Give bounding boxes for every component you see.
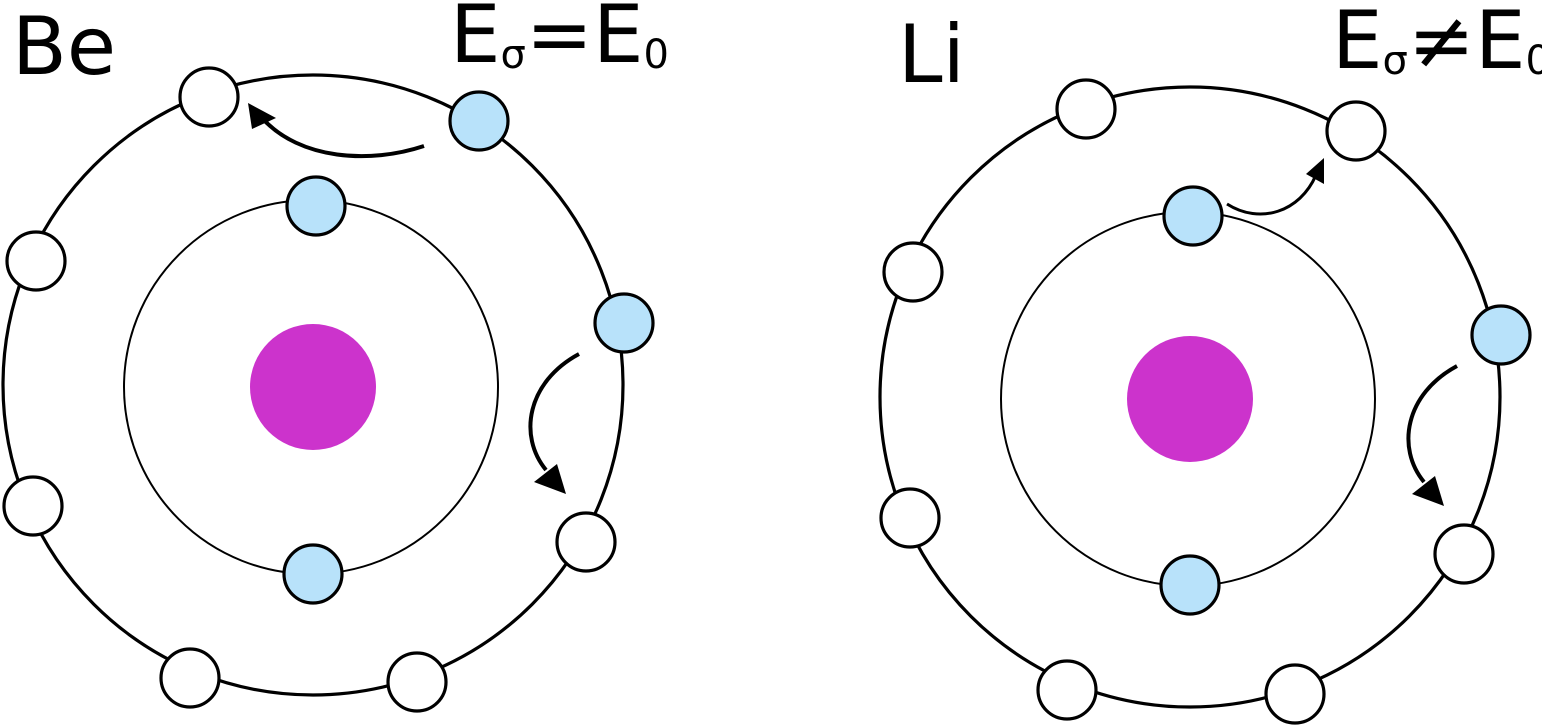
li-outer-orbit [878,85,1502,709]
be-outer-vacancy-2 [5,230,67,292]
be-outer-vacancy-3 [2,475,64,537]
be-atom: Be Eσ=E0 [1,0,669,713]
li-inner-electron-bottom [1159,554,1221,616]
li-outer-electron-occupied-1 [1470,304,1532,366]
be-outer-electron-occupied-2 [593,292,655,354]
be-outer-vacancy-4 [159,647,221,709]
be-energy-relation: Eσ=E0 [450,0,669,81]
li-symbol: Li [898,8,965,101]
li-energy-relation: Eσ≠E0 [1332,0,1542,87]
li-transition-arrowhead-right [1412,476,1444,506]
li-nucleus [1127,336,1253,462]
li-atom: Li Eσ≠E0 [878,0,1542,725]
be-outer-electron-occupied-1 [448,90,510,152]
be-nucleus [250,324,376,450]
be-transition-arrow-top [260,116,425,159]
li-outer-vacancy-1 [1055,78,1117,140]
li-outer-vacancy-3 [882,241,944,303]
be-inner-electron-top [285,175,347,237]
li-outer-vacancy-6 [1264,663,1326,725]
li-transition-arrow-inner [1226,174,1318,216]
be-inner-electron-bottom [282,543,344,605]
li-transition-arrowhead-inner [1306,158,1324,184]
be-symbol: Be [12,0,116,93]
be-outer-vacancy-6 [555,511,617,573]
be-transition-arrowhead-right [534,464,566,494]
be-outer-orbit [1,73,625,697]
li-outer-vacancy-5 [1036,659,1098,721]
li-transition-arrow-right [1406,364,1458,484]
li-outer-vacancy-7 [1433,523,1495,585]
be-transition-arrowhead-top [248,103,276,129]
be-outer-vacancy-5 [386,651,448,713]
li-inner-electron-top [1162,185,1224,247]
li-outer-vacancy-2 [1325,100,1387,162]
be-outer-vacancy-1 [178,66,240,128]
li-outer-vacancy-4 [879,487,941,549]
be-transition-arrow-right [528,352,580,472]
